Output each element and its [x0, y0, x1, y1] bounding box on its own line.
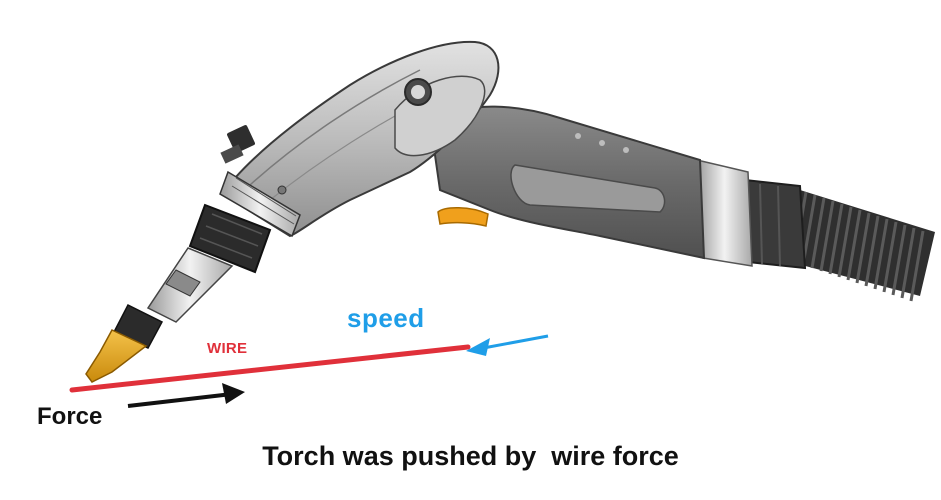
cable-rib [828, 203, 844, 275]
force-arrow [127, 392, 233, 408]
trigger [437, 207, 489, 227]
brand-emblem-icon [404, 78, 432, 106]
cable-rib [846, 209, 862, 281]
force-arrowhead-icon [222, 383, 245, 404]
grip-inlay [510, 164, 666, 213]
collet [188, 203, 272, 274]
cable-rib [873, 218, 889, 290]
neck-rings [219, 170, 301, 238]
adjustment-knob [220, 125, 255, 164]
speed-label: speed [347, 303, 425, 333]
cable-rib [891, 224, 907, 296]
cable-rib [810, 197, 826, 269]
cable-rib [855, 212, 871, 284]
cable-rib [837, 206, 853, 278]
force-label: Force [37, 403, 103, 430]
cable-rib [819, 200, 835, 272]
wire-line [69, 344, 471, 393]
wire-nozzle [85, 329, 148, 383]
cable-rib [909, 230, 925, 302]
cable-rib [900, 227, 916, 299]
speed-arrowhead-icon [466, 338, 490, 356]
cable-rib [864, 215, 880, 287]
cable-rib [882, 221, 898, 293]
corrugated-cable [790, 190, 935, 302]
wire-label: WIRE [207, 340, 248, 357]
diagram-caption: Torch was pushed by wire force [262, 441, 679, 471]
screw-icon [277, 185, 287, 195]
speed-arrow [477, 334, 549, 351]
